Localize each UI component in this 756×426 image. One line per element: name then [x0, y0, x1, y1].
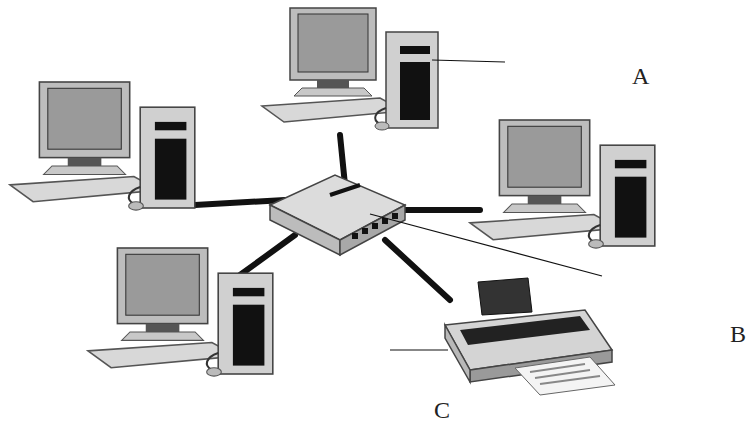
callout-letter: A [632, 64, 649, 88]
computer [10, 82, 195, 210]
leader-line [370, 60, 602, 350]
callout-letter: B [730, 322, 746, 346]
computer [262, 8, 438, 130]
printer [445, 278, 615, 395]
hub [270, 175, 405, 255]
callout-letter: C [434, 398, 450, 422]
computer [470, 120, 655, 248]
computer [88, 248, 273, 376]
